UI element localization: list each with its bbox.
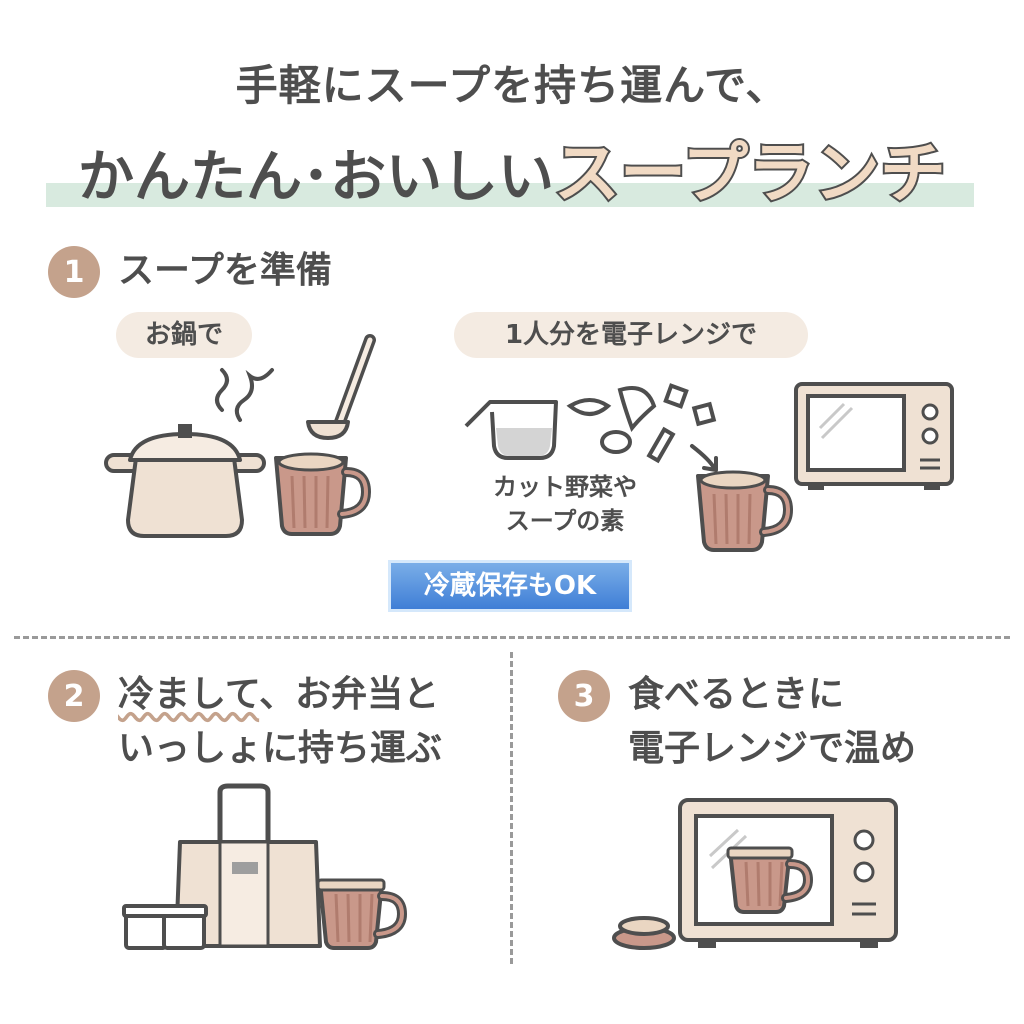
pot-icon	[104, 334, 376, 538]
horizontal-divider	[14, 636, 1010, 639]
step-2-title: 冷まして、お弁当と いっしょに持ち運ぶ	[118, 668, 442, 776]
step-2-title-line-1: 冷まして、お弁当と	[118, 668, 442, 722]
pill-microwave: 1人分を電子レンジで	[454, 312, 808, 358]
step-3-title-line-1: 食べるときに	[628, 674, 845, 715]
title-plain: かんたん･おいしい	[77, 145, 554, 210]
pill-pot: お鍋で	[116, 312, 252, 358]
refrigeration-badge: 冷蔵保存もOK	[388, 560, 632, 612]
title-accent: スープランチ	[552, 133, 948, 214]
ingredient-label-line-1: カット野菜や	[493, 473, 637, 501]
microwave-icon	[612, 798, 898, 950]
ingredients-icon	[464, 382, 954, 552]
step-3-number: 3	[558, 670, 610, 722]
ingredient-label-line-2: スープの素	[505, 507, 625, 535]
ingredient-label: カット野菜や スープの素	[480, 470, 650, 538]
step-3-title-line-2: 電子レンジで温め	[628, 728, 917, 769]
title-line-1: 手軽にスープを持ち運んで、	[235, 61, 789, 110]
step-2-title-line-2: いっしょに持ち運ぶ	[118, 728, 443, 769]
step-1-title: スープを準備	[118, 250, 332, 291]
step-3-title: 食べるときに 電子レンジで温め	[628, 668, 916, 776]
title-underline	[46, 183, 974, 207]
step-2-number: 2	[48, 670, 100, 722]
vertical-divider	[510, 652, 513, 964]
step-1-number: 1	[48, 246, 100, 298]
title-line-2: かんたん･おいしいスープランチ	[0, 120, 1024, 216]
step-2-title-wavy: 冷まして	[118, 674, 260, 715]
step-2-title-rest: 、お弁当と	[259, 674, 440, 715]
tote-bag-icon	[122, 783, 408, 950]
